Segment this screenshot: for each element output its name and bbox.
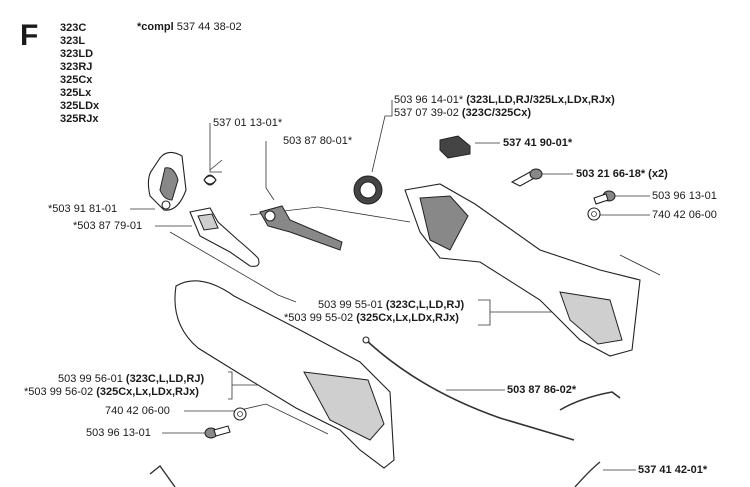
part-number: 503 99 56-01 [58, 373, 123, 385]
model-list: 323C 323L 323LD 323RJ 325Cx 325Lx 325LDx… [60, 22, 99, 126]
part-label-p3[interactable]: 537 01 13-01* [213, 117, 282, 130]
part-models: (323C,L,LD,RJ) [125, 373, 205, 385]
leader-p10b [169, 231, 297, 303]
part-number: 537 41 42-01* [638, 464, 708, 476]
leader-p1 [371, 100, 393, 173]
model-item: 323L [60, 35, 86, 47]
part-label-p4[interactable]: 503 87 80-01* [283, 135, 352, 148]
part-number: 503 96 13-01 [652, 190, 717, 202]
part-number: 503 21 66-18* (x2) [576, 168, 668, 180]
lockout-lever-part [259, 205, 343, 251]
stop-switch-part [439, 135, 471, 159]
part-label-p17[interactable]: 503 96 13-01 [86, 427, 151, 440]
part-models: (325Cx,Lx,LDx,RJx) [96, 386, 199, 398]
part-number: 740 42 06-00 [652, 209, 717, 221]
model-item: 323LD [60, 48, 94, 60]
model-item: 325RJx [60, 113, 99, 125]
part-models: (325Cx,Lx,LDx,RJx) [356, 312, 459, 324]
part-models: (323L,LD,RJ/325Lx,LDx,RJx) [466, 94, 615, 106]
part-label-p12[interactable]: *503 99 55-02 (325Cx,Lx,LDx,RJx) [284, 312, 459, 325]
upper-handle-part [404, 183, 641, 357]
bracket-p11 [478, 299, 491, 326]
part-number: 537 01 13-01* [213, 117, 283, 129]
spring-part [203, 159, 223, 186]
part-number: 537 41 90-01* [503, 137, 573, 149]
part-label-p16[interactable]: 740 42 06-00 [105, 405, 170, 418]
model-item: 325Lx [60, 87, 92, 99]
part-number: 503 87 80-01* [283, 135, 353, 147]
part-number: 503 99 55-01 [318, 299, 383, 311]
part-label-p2[interactable]: 537 07 39-02 (323C/325Cx) [394, 107, 531, 120]
part-label-p10[interactable]: *503 87 79-01 [73, 220, 142, 233]
bottom-cable-part [149, 461, 601, 487]
part-label-p14[interactable]: 503 99 56-01 (323C,L,LD,RJ) [58, 373, 204, 386]
model-item: 325LDx [60, 100, 100, 112]
part-label-p5[interactable]: 537 41 90-01* [503, 137, 572, 150]
part-number: *503 99 56-02 [24, 386, 94, 398]
leader-p3 [209, 123, 222, 173]
part-label-p9[interactable]: *503 91 81-01 [48, 203, 117, 216]
ring-nut-part [353, 175, 383, 205]
part-number: 503 87 86-02* [507, 384, 577, 396]
part-models: (323C/325Cx) [461, 107, 531, 119]
washer-bottom-part [233, 407, 247, 421]
screw-right-part [593, 190, 616, 205]
part-label-p18[interactable]: 537 41 42-01* [638, 464, 707, 477]
complete-assembly-label: *compl 537 44 38-02 [137, 21, 242, 33]
complete-prefix: *compl [137, 21, 174, 33]
complete-number: 537 44 38-02 [176, 21, 242, 33]
screw-part [510, 168, 543, 187]
part-number: *503 91 81-01 [48, 203, 118, 215]
screw-bottom-part [204, 425, 231, 439]
part-label-p1[interactable]: 503 96 14-01* (323L,LD,RJ/325Lx,LDx,RJx) [394, 94, 615, 107]
part-label-p7[interactable]: 503 96 13-01 [652, 190, 717, 203]
leader-handle [619, 254, 661, 276]
bracket-p14 [228, 371, 233, 400]
model-item: 323RJ [60, 61, 93, 73]
trigger-part [189, 207, 260, 267]
leader-p4 [265, 141, 275, 201]
part-label-p8[interactable]: 740 42 06-00 [652, 209, 717, 222]
part-number: 503 96 13-01 [86, 427, 151, 439]
throttle-cable-part [362, 336, 621, 441]
washer-right-part [587, 207, 601, 221]
part-label-p13[interactable]: 503 87 86-02* [507, 384, 576, 397]
model-item: 323C [60, 22, 87, 34]
part-label-p11[interactable]: 503 99 55-01 (323C,L,LD,RJ) [318, 299, 464, 312]
section-letter: F [20, 19, 39, 52]
lower-handle-part [174, 280, 395, 469]
part-models: (323C,L,LD,RJ) [385, 299, 465, 311]
part-number: 503 96 14-01* [394, 94, 464, 106]
part-label-p15[interactable]: *503 99 56-02 (325Cx,Lx,LDx,RJx) [24, 386, 199, 399]
trigger-bracket-part [147, 151, 187, 211]
part-number: *503 99 55-02 [284, 312, 354, 324]
part-label-p6[interactable]: 503 21 66-18* (x2) [576, 168, 668, 181]
model-item: 325Cx [60, 74, 93, 86]
part-number: *503 87 79-01 [73, 220, 143, 232]
leader-p16 [184, 403, 329, 435]
part-number: 537 07 39-02 [394, 107, 459, 119]
part-number: 740 42 06-00 [105, 405, 170, 417]
